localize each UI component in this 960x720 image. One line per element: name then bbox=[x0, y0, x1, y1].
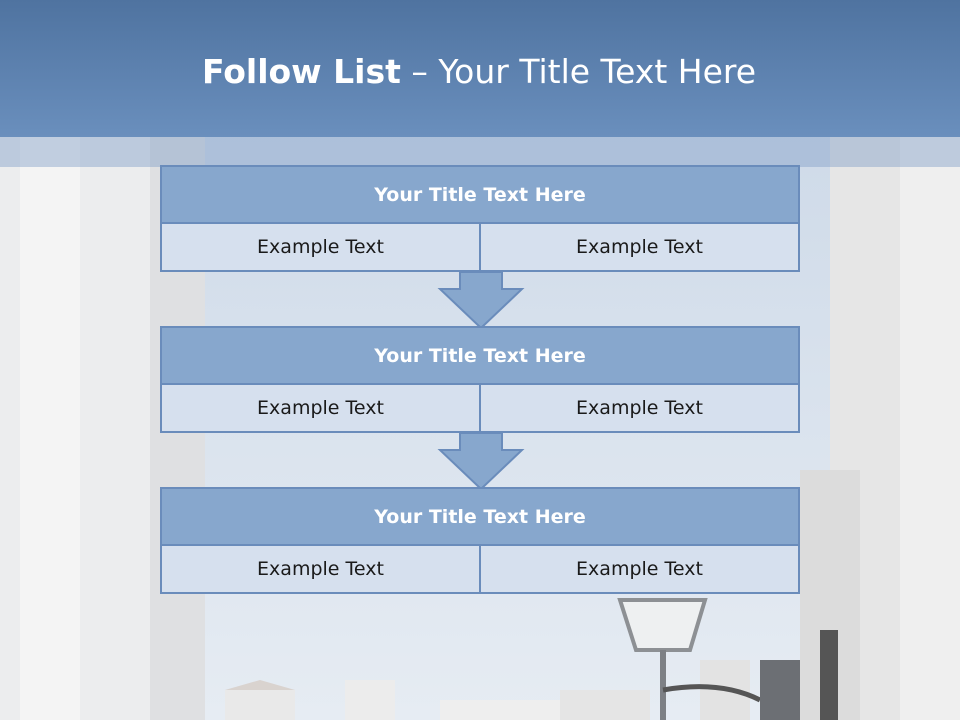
step-box-title: Your Title Text Here bbox=[162, 328, 798, 385]
step-box-left-cell: Example Text bbox=[162, 224, 479, 270]
header-band bbox=[0, 137, 960, 167]
step-box-title: Your Title Text Here bbox=[162, 167, 798, 224]
step-box-row: Example Text Example Text bbox=[162, 546, 798, 592]
down-arrow-icon bbox=[437, 271, 525, 330]
slide-title: Follow List – Your Title Text Here bbox=[202, 52, 756, 91]
step-box-3: Your Title Text Here Example Text Exampl… bbox=[160, 487, 800, 594]
step-box-row: Example Text Example Text bbox=[162, 224, 798, 270]
step-box-title: Your Title Text Here bbox=[162, 489, 798, 546]
step-box-right-cell: Example Text bbox=[479, 224, 798, 270]
step-box-left-cell: Example Text bbox=[162, 546, 479, 592]
step-box-right-cell: Example Text bbox=[479, 546, 798, 592]
step-box-left-cell: Example Text bbox=[162, 385, 479, 431]
down-arrow-icon bbox=[437, 432, 525, 491]
step-box-row: Example Text Example Text bbox=[162, 385, 798, 431]
slide-title-bold: Follow List bbox=[202, 52, 401, 91]
header-bar bbox=[0, 0, 960, 137]
step-box-2: Your Title Text Here Example Text Exampl… bbox=[160, 326, 800, 433]
step-box-right-cell: Example Text bbox=[479, 385, 798, 431]
slide-title-rest: – Your Title Text Here bbox=[400, 52, 757, 91]
step-box-1: Your Title Text Here Example Text Exampl… bbox=[160, 165, 800, 272]
